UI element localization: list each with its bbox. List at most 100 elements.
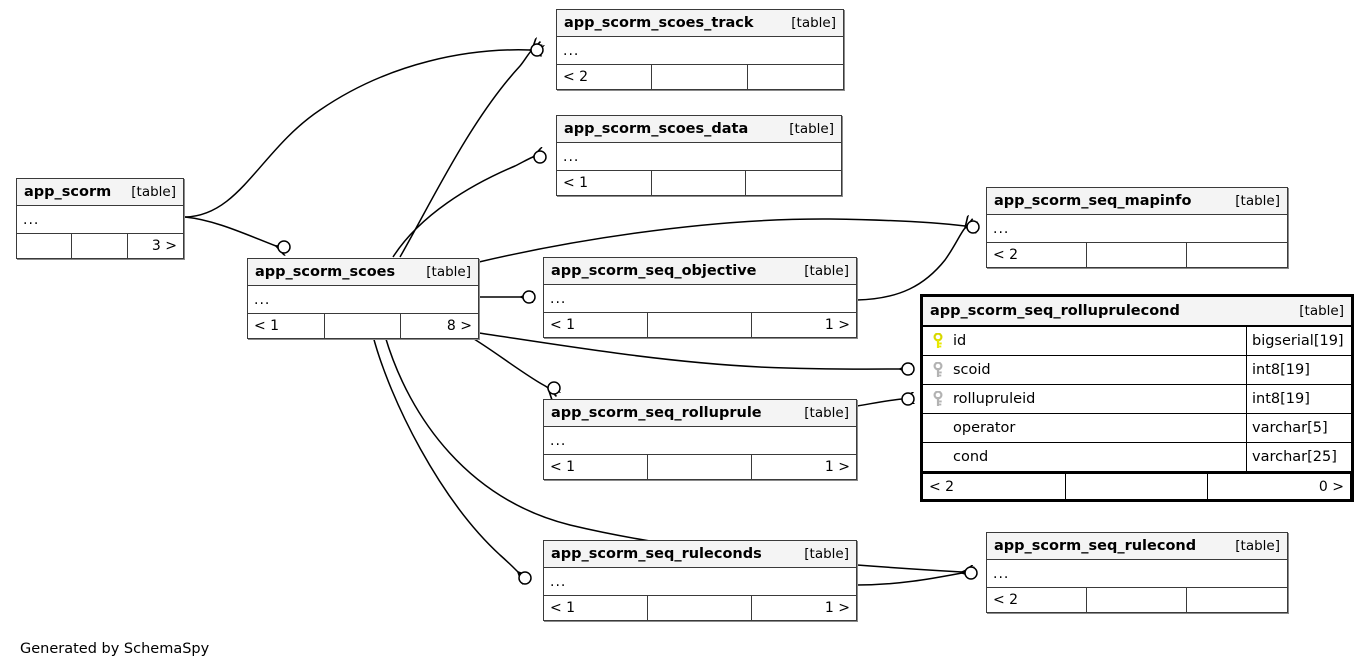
footer-middle xyxy=(1066,474,1209,499)
footer-middle xyxy=(1087,588,1187,612)
table-footer: < 2 0 > xyxy=(923,472,1352,499)
column-type: int8[19] xyxy=(1252,391,1310,407)
column-row-rollupruleid[interactable]: rollupruleid int8[19] xyxy=(923,385,1351,414)
table-columns-collapsed: ... xyxy=(550,290,567,307)
table-type-tag: [table] xyxy=(1235,193,1280,209)
foreign-key-icon xyxy=(931,390,945,407)
column-type: int8[19] xyxy=(1252,362,1310,378)
table-app_scorm_scoes_track[interactable]: app_scorm_scoes_track [table] ... < 2 xyxy=(556,9,844,90)
table-footer: < 2 xyxy=(557,64,843,89)
table-title: app_scorm_scoes_track xyxy=(564,15,754,31)
schemaspy-credit: Generated by SchemaSpy xyxy=(20,641,210,657)
column-row-operator[interactable]: operator varchar[5] xyxy=(923,414,1351,443)
footer-middle xyxy=(72,234,128,258)
footer-children: 8 > xyxy=(446,318,473,334)
table-app_scorm_seq_mapinfo[interactable]: app_scorm_seq_mapinfo [table] ... < 2 xyxy=(986,187,1288,268)
table-footer: < 1 xyxy=(557,170,841,195)
table-type-tag: [table] xyxy=(804,405,849,421)
table-header: app_scorm_scoes_track [table] xyxy=(557,10,843,37)
column-name-cell: rollupruleid xyxy=(923,385,1247,413)
table-type-tag: [table] xyxy=(804,263,849,279)
footer-parents xyxy=(17,234,73,258)
footer-parents: < 1 xyxy=(248,314,325,338)
column-name: rollupruleid xyxy=(953,391,1036,407)
footer-middle xyxy=(652,171,747,195)
table-title: app_scorm xyxy=(24,184,112,200)
column-name-cell: id xyxy=(923,327,1247,355)
table-type-tag: [table] xyxy=(791,15,836,31)
table-type-tag: [table] xyxy=(789,121,834,137)
column-name: scoid xyxy=(953,362,991,378)
table-app_scorm_seq_rolluprulecond[interactable]: app_scorm_seq_rolluprulecond [table] id … xyxy=(920,294,1354,502)
column-type: varchar[5] xyxy=(1252,420,1328,436)
table-columns-collapsed: ... xyxy=(550,432,567,449)
table-app_scorm_scoes_data[interactable]: app_scorm_scoes_data [table] ... < 1 xyxy=(556,115,842,196)
footer-parents: < 2 xyxy=(923,474,1066,499)
footer-parents: < 2 xyxy=(987,243,1087,267)
footer-children: 1 > xyxy=(824,317,850,333)
table-type-tag: [table] xyxy=(1299,303,1344,319)
footer-children xyxy=(1187,243,1287,267)
column-name-cell: cond xyxy=(923,443,1247,471)
table-header: app_scorm_seq_ruleconds [table] xyxy=(544,541,856,568)
footer-middle xyxy=(648,313,752,337)
footer-children: 0 > xyxy=(1208,474,1352,499)
table-header: app_scorm_seq_rolluprule [table] xyxy=(544,400,856,427)
table-header: app_scorm [table] xyxy=(17,179,183,206)
table-footer: < 1 8 > xyxy=(248,313,478,338)
column-type: varchar[25] xyxy=(1252,449,1337,465)
column-row-scoid[interactable]: scoid int8[19] xyxy=(923,356,1351,385)
table-title: app_scorm_seq_mapinfo xyxy=(994,193,1192,209)
table-header: app_scorm_seq_objective [table] xyxy=(544,258,856,285)
table-app_scorm[interactable]: app_scorm [table] ... 3 > xyxy=(16,178,184,259)
table-title: app_scorm_seq_ruleconds xyxy=(551,546,762,562)
table-columns-collapsed: ... xyxy=(563,148,580,165)
footer-children xyxy=(1187,588,1287,612)
column-name: id xyxy=(953,333,967,349)
table-app_scorm_seq_rulecond[interactable]: app_scorm_seq_rulecond [table] ... < 2 xyxy=(986,532,1288,613)
table-title: app_scorm_scoes_data xyxy=(564,121,749,137)
table-columns-collapsed: ... xyxy=(254,291,271,308)
table-app_scorm_seq_objective[interactable]: app_scorm_seq_objective [table] ... < 1 … xyxy=(543,257,857,338)
footer-middle xyxy=(652,65,748,89)
footer-parents: < 1 xyxy=(544,313,648,337)
table-header: app_scorm_seq_mapinfo [table] xyxy=(987,188,1287,215)
column-row-id[interactable]: id bigserial[19] xyxy=(923,327,1351,356)
primary-key-icon xyxy=(931,332,945,349)
table-footer: 3 > xyxy=(17,233,183,258)
table-app_scorm_scoes[interactable]: app_scorm_scoes [table] ... < 1 8 > xyxy=(247,258,479,339)
table-footer: < 1 1 > xyxy=(544,312,856,337)
footer-middle xyxy=(1087,243,1187,267)
footer-parents: < 1 xyxy=(557,171,652,195)
table-footer: < 2 xyxy=(987,587,1287,612)
table-footer: < 1 1 > xyxy=(544,595,856,620)
table-title: app_scorm_seq_objective xyxy=(551,263,757,279)
column-name: cond xyxy=(953,449,989,465)
table-columns-collapsed: ... xyxy=(550,573,567,590)
column-name: operator xyxy=(953,420,1016,436)
column-row-cond[interactable]: cond varchar[25] xyxy=(923,443,1351,472)
footer-parents: < 1 xyxy=(544,455,648,479)
table-columns-collapsed: ... xyxy=(993,565,1010,582)
table-app_scorm_seq_rolluprule[interactable]: app_scorm_seq_rolluprule [table] ... < 1… xyxy=(543,399,857,480)
table-title: app_scorm_seq_rolluprulecond xyxy=(930,303,1180,319)
table-columns-collapsed: ... xyxy=(993,220,1010,237)
column-name-cell: operator xyxy=(923,414,1247,442)
column-type: bigserial[19] xyxy=(1252,333,1344,349)
table-title: app_scorm_scoes xyxy=(255,264,396,280)
table-title: app_scorm_seq_rulecond xyxy=(994,538,1197,554)
foreign-key-icon xyxy=(931,361,945,378)
footer-children xyxy=(748,65,843,89)
table-app_scorm_seq_ruleconds[interactable]: app_scorm_seq_ruleconds [table] ... < 1 … xyxy=(543,540,857,621)
footer-children: 3 > xyxy=(151,238,177,254)
footer-middle xyxy=(325,314,402,338)
footer-parents: < 2 xyxy=(557,65,653,89)
table-type-tag: [table] xyxy=(131,184,176,200)
footer-parents: < 1 xyxy=(544,596,648,620)
table-header: app_scorm_scoes_data [table] xyxy=(557,116,841,143)
footer-parents: < 2 xyxy=(987,588,1087,612)
table-footer: < 2 xyxy=(987,242,1287,267)
footer-middle xyxy=(648,596,752,620)
table-type-tag: [table] xyxy=(426,264,471,280)
